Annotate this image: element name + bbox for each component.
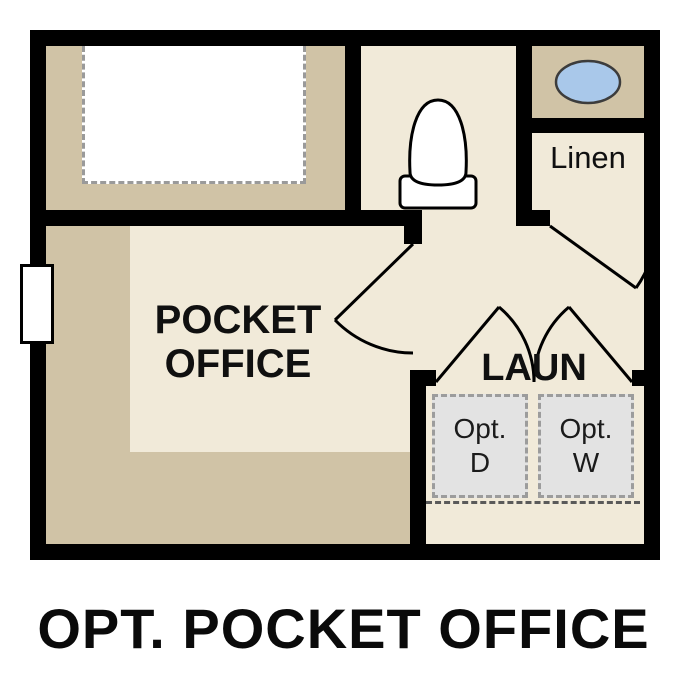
pocket-office-label-line2: OFFICE [164, 342, 312, 386]
wall-under-counter [516, 118, 660, 133]
bedroom-dashed-inset [82, 46, 306, 184]
bathroom-floor [361, 46, 516, 226]
appliance-dryer: Opt. D [432, 394, 528, 498]
wall-bedroom-divider [345, 46, 361, 226]
washer-label-line1: Opt. [559, 413, 613, 445]
wall-laundry-left [410, 386, 426, 544]
linen-floor [532, 133, 644, 226]
wall-office-door-stub [404, 226, 422, 244]
pocket-office-label: POCKET OFFICE [132, 298, 344, 386]
dryer-label-line2: D [469, 447, 491, 478]
laundry-label: LAUN [481, 347, 587, 389]
dryer-label-line1: Opt. [453, 413, 507, 445]
wall-bottom [30, 544, 660, 560]
wall-laundry-jamb-right [632, 370, 660, 386]
optional-dashed-line [426, 501, 640, 504]
window-icon [20, 264, 54, 344]
wall-top [30, 30, 660, 46]
wall-bath-divider [516, 46, 532, 226]
wall-right [644, 30, 660, 560]
wall-laundry-jamb-left [410, 370, 436, 386]
linen-label: Linen [550, 140, 626, 175]
wall-linen-jamb [516, 210, 550, 226]
plan-title: OPT. POCKET OFFICE [37, 597, 650, 660]
hall-tan-bottom [130, 452, 410, 544]
wall-under-bedroom [30, 210, 422, 226]
washer-label-line2: W [572, 447, 600, 478]
pocket-office-label-line1: POCKET [154, 298, 322, 342]
vanity-counter [532, 46, 644, 118]
hall-tan-left [46, 226, 130, 544]
appliance-washer: Opt. W [538, 394, 634, 498]
